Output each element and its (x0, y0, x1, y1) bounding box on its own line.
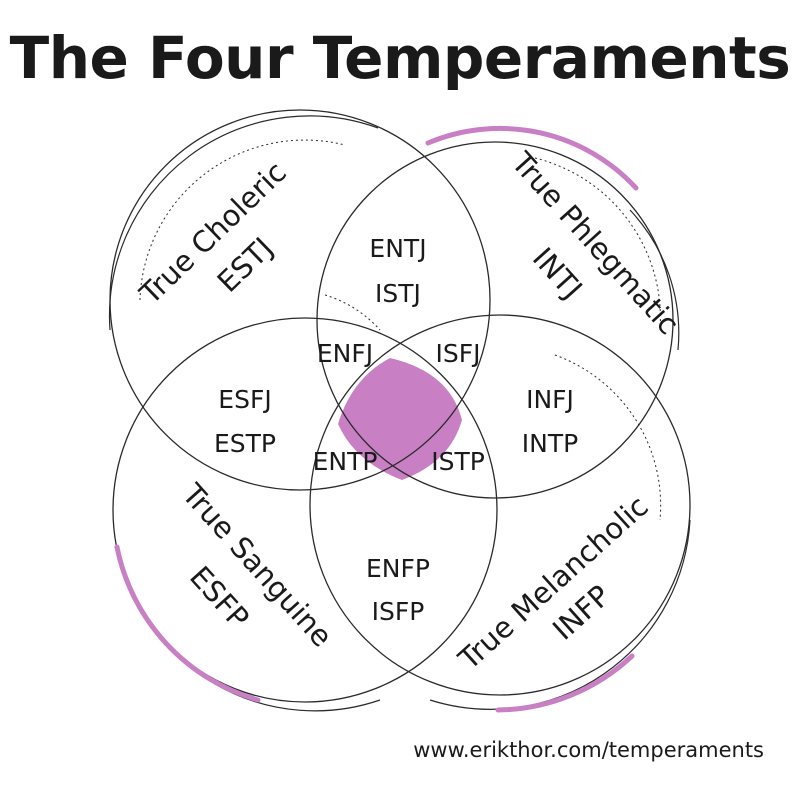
accent-arc-melancholic (495, 653, 635, 713)
type-infj: INFJ (526, 385, 574, 414)
footer-url: www.erikthor.com/temperaments (413, 738, 764, 762)
type-istp: ISTP (431, 447, 485, 476)
center-intersection-highlight (338, 358, 462, 480)
arc-melancholic-outer (429, 519, 691, 710)
circle-sanguine (112, 317, 498, 703)
type-isfj: ISFJ (436, 339, 481, 368)
label-phlegmatic-name: True Phlegmatic (504, 145, 685, 341)
circle-phlegmatic (316, 141, 674, 499)
type-entj: ENTJ (369, 234, 426, 263)
type-entp: ENTP (313, 447, 378, 476)
label-sanguine-name: True Sanguine (175, 476, 339, 653)
circle-melancholic (309, 314, 691, 696)
accent-arc-sanguine (114, 544, 261, 703)
accent-arc-phlegmatic (425, 125, 639, 191)
label-choleric-name: True Choleric (133, 155, 293, 311)
type-enfj: ENFJ (317, 339, 373, 368)
type-estp: ESTP (214, 429, 276, 458)
type-istj: ISTJ (375, 279, 421, 308)
arc-choleric-outer (108, 115, 379, 331)
dashed-arc-center (324, 294, 381, 331)
type-isfp: ISFP (372, 597, 425, 626)
dashed-arc-melancholic (554, 354, 662, 521)
type-esfj: ESFJ (218, 385, 271, 414)
arc-phlegmatic-outer (629, 209, 680, 351)
page-title: The Four Temperaments (9, 24, 791, 92)
dashed-arc-phlegmatic (534, 157, 661, 331)
type-enfp: ENFP (366, 554, 430, 583)
type-intp: INTP (522, 429, 578, 458)
